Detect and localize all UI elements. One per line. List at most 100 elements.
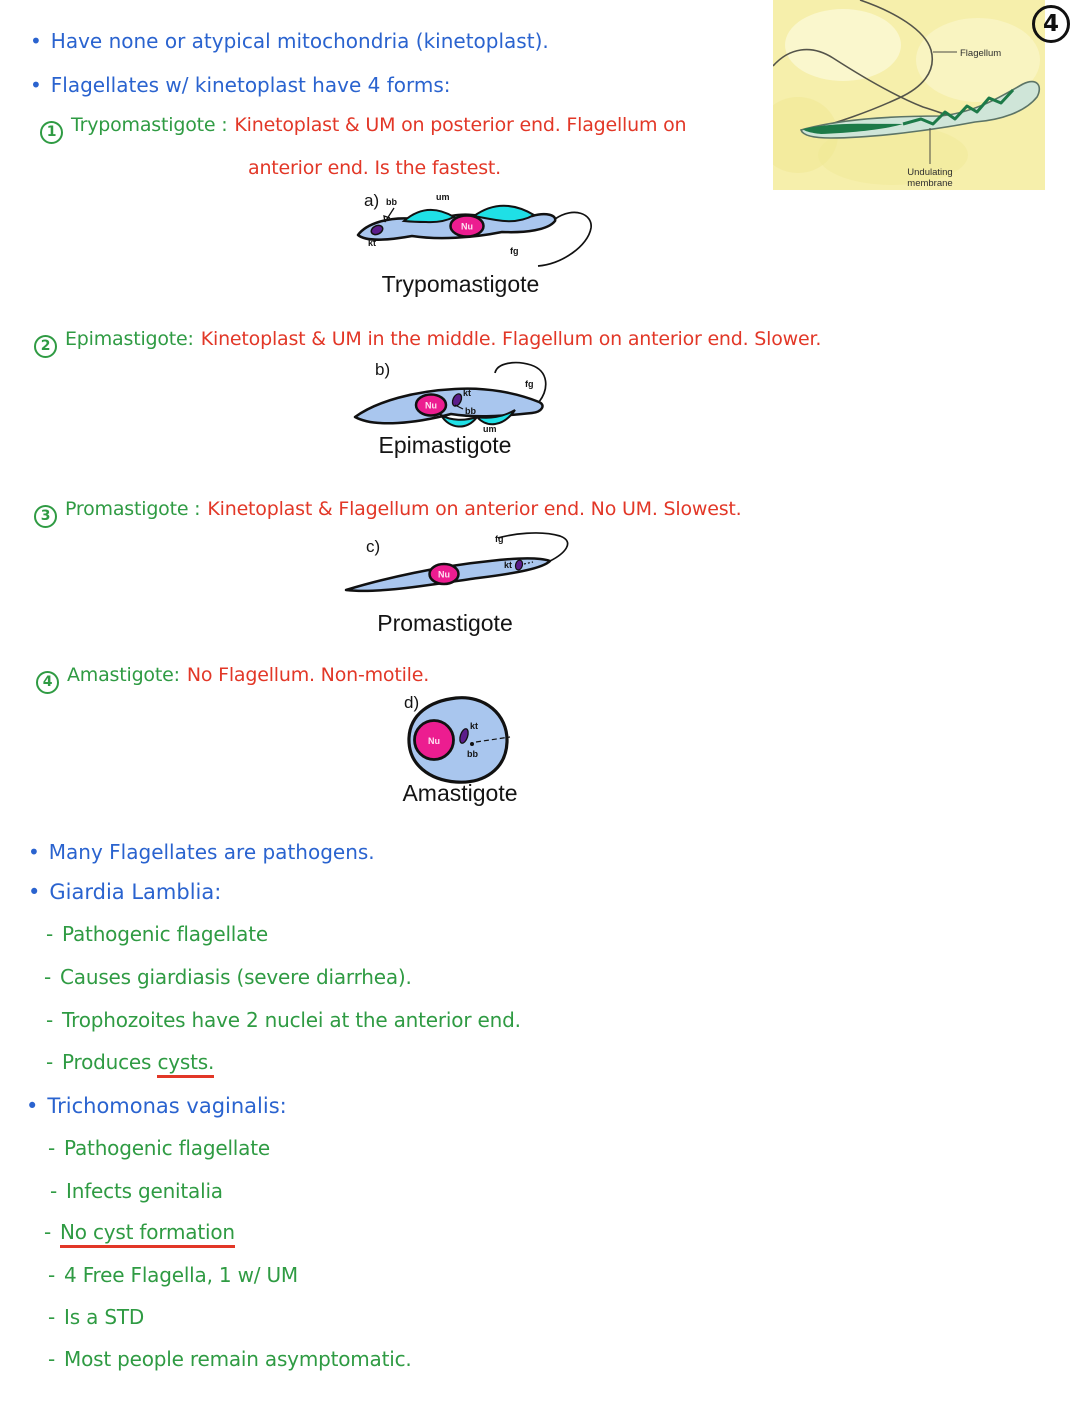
background-mottle — [785, 9, 901, 81]
bullet-dot: • — [26, 1094, 39, 1118]
figure-letter: a) — [364, 191, 379, 210]
note-text: Produces — [62, 1050, 152, 1074]
bullet-dot: • — [30, 29, 42, 53]
dash-bullet: - — [44, 965, 52, 989]
form-description: Kinetoplast & UM in the middle. Flagellu… — [200, 328, 822, 350]
note-text: Many Flagellates are pathogens. — [48, 840, 375, 864]
form-name: Epimastigote: — [65, 328, 194, 350]
form-heading-promastigote: 3 Promastigote : Kinetoplast & Flagellum o… — [34, 498, 742, 528]
giardia-item: -Causes giardiasis (severe diarrhea). — [44, 966, 412, 989]
kinetoplast-label: kt — [504, 560, 512, 570]
form-description: Kinetoplast & Flagellum on anterior end.… — [207, 498, 742, 520]
kinetoplast — [370, 224, 384, 236]
page-number: 4 — [1042, 11, 1059, 37]
figure-letter: c) — [366, 537, 380, 556]
nucleus-label: Nu — [428, 736, 440, 746]
note-line-intro-2: • Flagellates w/ kinetoplast have 4 forms… — [30, 74, 450, 97]
dash-bullet: - — [48, 1347, 56, 1371]
bullet-dot: • — [28, 840, 40, 864]
flagellum-label: Flagellum — [960, 48, 1001, 59]
bullet-dot: • — [30, 73, 42, 97]
note-text: Flagellates w/ kinetoplast have 4 forms: — [50, 73, 451, 97]
circled-number: 1 — [40, 120, 63, 144]
flagellum — [537, 211, 592, 267]
form-heading-epimastigote: 2 Epimastigote: Kinetoplast & UM in the mi… — [34, 328, 822, 358]
form-name: Amastigote: — [67, 664, 180, 686]
nucleus — [414, 393, 448, 417]
trichomonas-item: -Infects genitalia — [50, 1180, 223, 1203]
form-name: Promastigote : — [65, 498, 201, 520]
bullet-dot: • — [28, 880, 41, 904]
note-text: Have none or atypical mitochondria (kine… — [50, 29, 549, 53]
undulating-membrane — [401, 209, 457, 224]
kinetoplast-label: kt — [470, 721, 478, 731]
diagram-caption: Trypomastigote — [381, 271, 540, 297]
page-number-badge: 4 — [1032, 5, 1070, 43]
note-text: Trophozoites have 2 nuclei at the anteri… — [62, 1008, 521, 1032]
trichomonas-item: -No cyst formation — [44, 1220, 235, 1248]
note-text: Is a STD — [64, 1305, 145, 1329]
basal-body — [470, 742, 474, 746]
trichomonas-title: •Trichomonas vaginalis: — [26, 1094, 287, 1118]
circled-number: 2 — [34, 334, 57, 358]
flagellum-label: fg — [525, 379, 534, 389]
circled-number: 3 — [34, 504, 57, 528]
kinetoplast-label: kt — [368, 238, 376, 248]
promastigote-diagram: c) Nu kt fg — [344, 532, 569, 593]
note-text: Pathogenic flagellate — [62, 922, 268, 946]
dash-bullet: - — [44, 1220, 52, 1244]
nucleus-label: Nu — [425, 401, 437, 411]
diagram-caption: Epimastigote — [378, 432, 512, 458]
amastigote-diagram: d) Nu kt bb — [404, 693, 511, 784]
flagellum-label: fg — [495, 534, 504, 544]
undulating-membrane-wave — [902, 88, 1015, 126]
nucleus — [413, 719, 455, 761]
trichomonas-item: -Most people remain asymptomatic. — [48, 1348, 412, 1371]
trichomonas-item: -Pathogenic flagellate — [48, 1137, 270, 1160]
kinetoplast-label: kt — [463, 388, 471, 398]
note-text: Infects genitalia — [66, 1179, 223, 1203]
form-description: No Flagellum. Non-motile. — [186, 664, 430, 686]
basal-body-dash — [475, 736, 511, 743]
dash-bullet: - — [48, 1136, 56, 1160]
form-name: Trypomastigote : — [71, 114, 228, 136]
undulating-membrane-label: um — [483, 424, 497, 434]
basal-body-arrow — [383, 207, 395, 223]
undulating-membrane-label: Undulating — [907, 167, 952, 178]
undulating-membrane — [803, 123, 903, 134]
nucleus — [449, 214, 485, 238]
epimastigote-diagram: b) Nu kt bb um fg — [353, 360, 547, 434]
note-line-pathogens: • Many Flagellates are pathogens. — [28, 841, 375, 864]
kinetoplast — [451, 393, 463, 407]
note-text: Most people remain asymptomatic. — [64, 1347, 412, 1371]
giardia-item: -Produces cysts. — [46, 1050, 214, 1078]
flagellum-curve — [804, 0, 934, 132]
undulating-membrane — [474, 409, 516, 426]
giardia-item: -Pathogenic flagellate — [46, 923, 268, 946]
undulating-membrane-label: membrane — [907, 178, 952, 189]
flagellum-curve — [773, 48, 948, 116]
diagram-caption: Promastigote — [377, 610, 513, 636]
textbook-flagellum-figure: Flagellum Undulating membrane — [773, 0, 1045, 190]
dash-bullet: - — [46, 1050, 54, 1074]
note-text: 4 Free Flagella, 1 w/ UM — [64, 1263, 298, 1287]
form-description-text: anterior end. Is the fastest. — [248, 157, 501, 179]
kinetoplast — [459, 728, 469, 744]
undulating-membrane-label: um — [436, 192, 450, 202]
nucleus — [428, 562, 460, 586]
basal-body-dash — [523, 561, 534, 565]
giardia-title: • Giardia Lamblia: — [28, 880, 221, 904]
cell-body — [353, 387, 544, 425]
form-description-continued: anterior end. Is the fastest. — [248, 157, 501, 180]
figure-letter: b) — [375, 360, 390, 379]
flagellum — [494, 361, 547, 403]
cell-body — [407, 696, 509, 784]
basal-body-label: bb — [467, 749, 478, 759]
note-text: Giardia Lamblia: — [49, 880, 222, 904]
nucleus-label: Nu — [461, 222, 473, 232]
undulating-membrane — [471, 204, 536, 223]
note-line-intro-1: • Have none or atypical mitochondria (kin… — [30, 30, 549, 53]
